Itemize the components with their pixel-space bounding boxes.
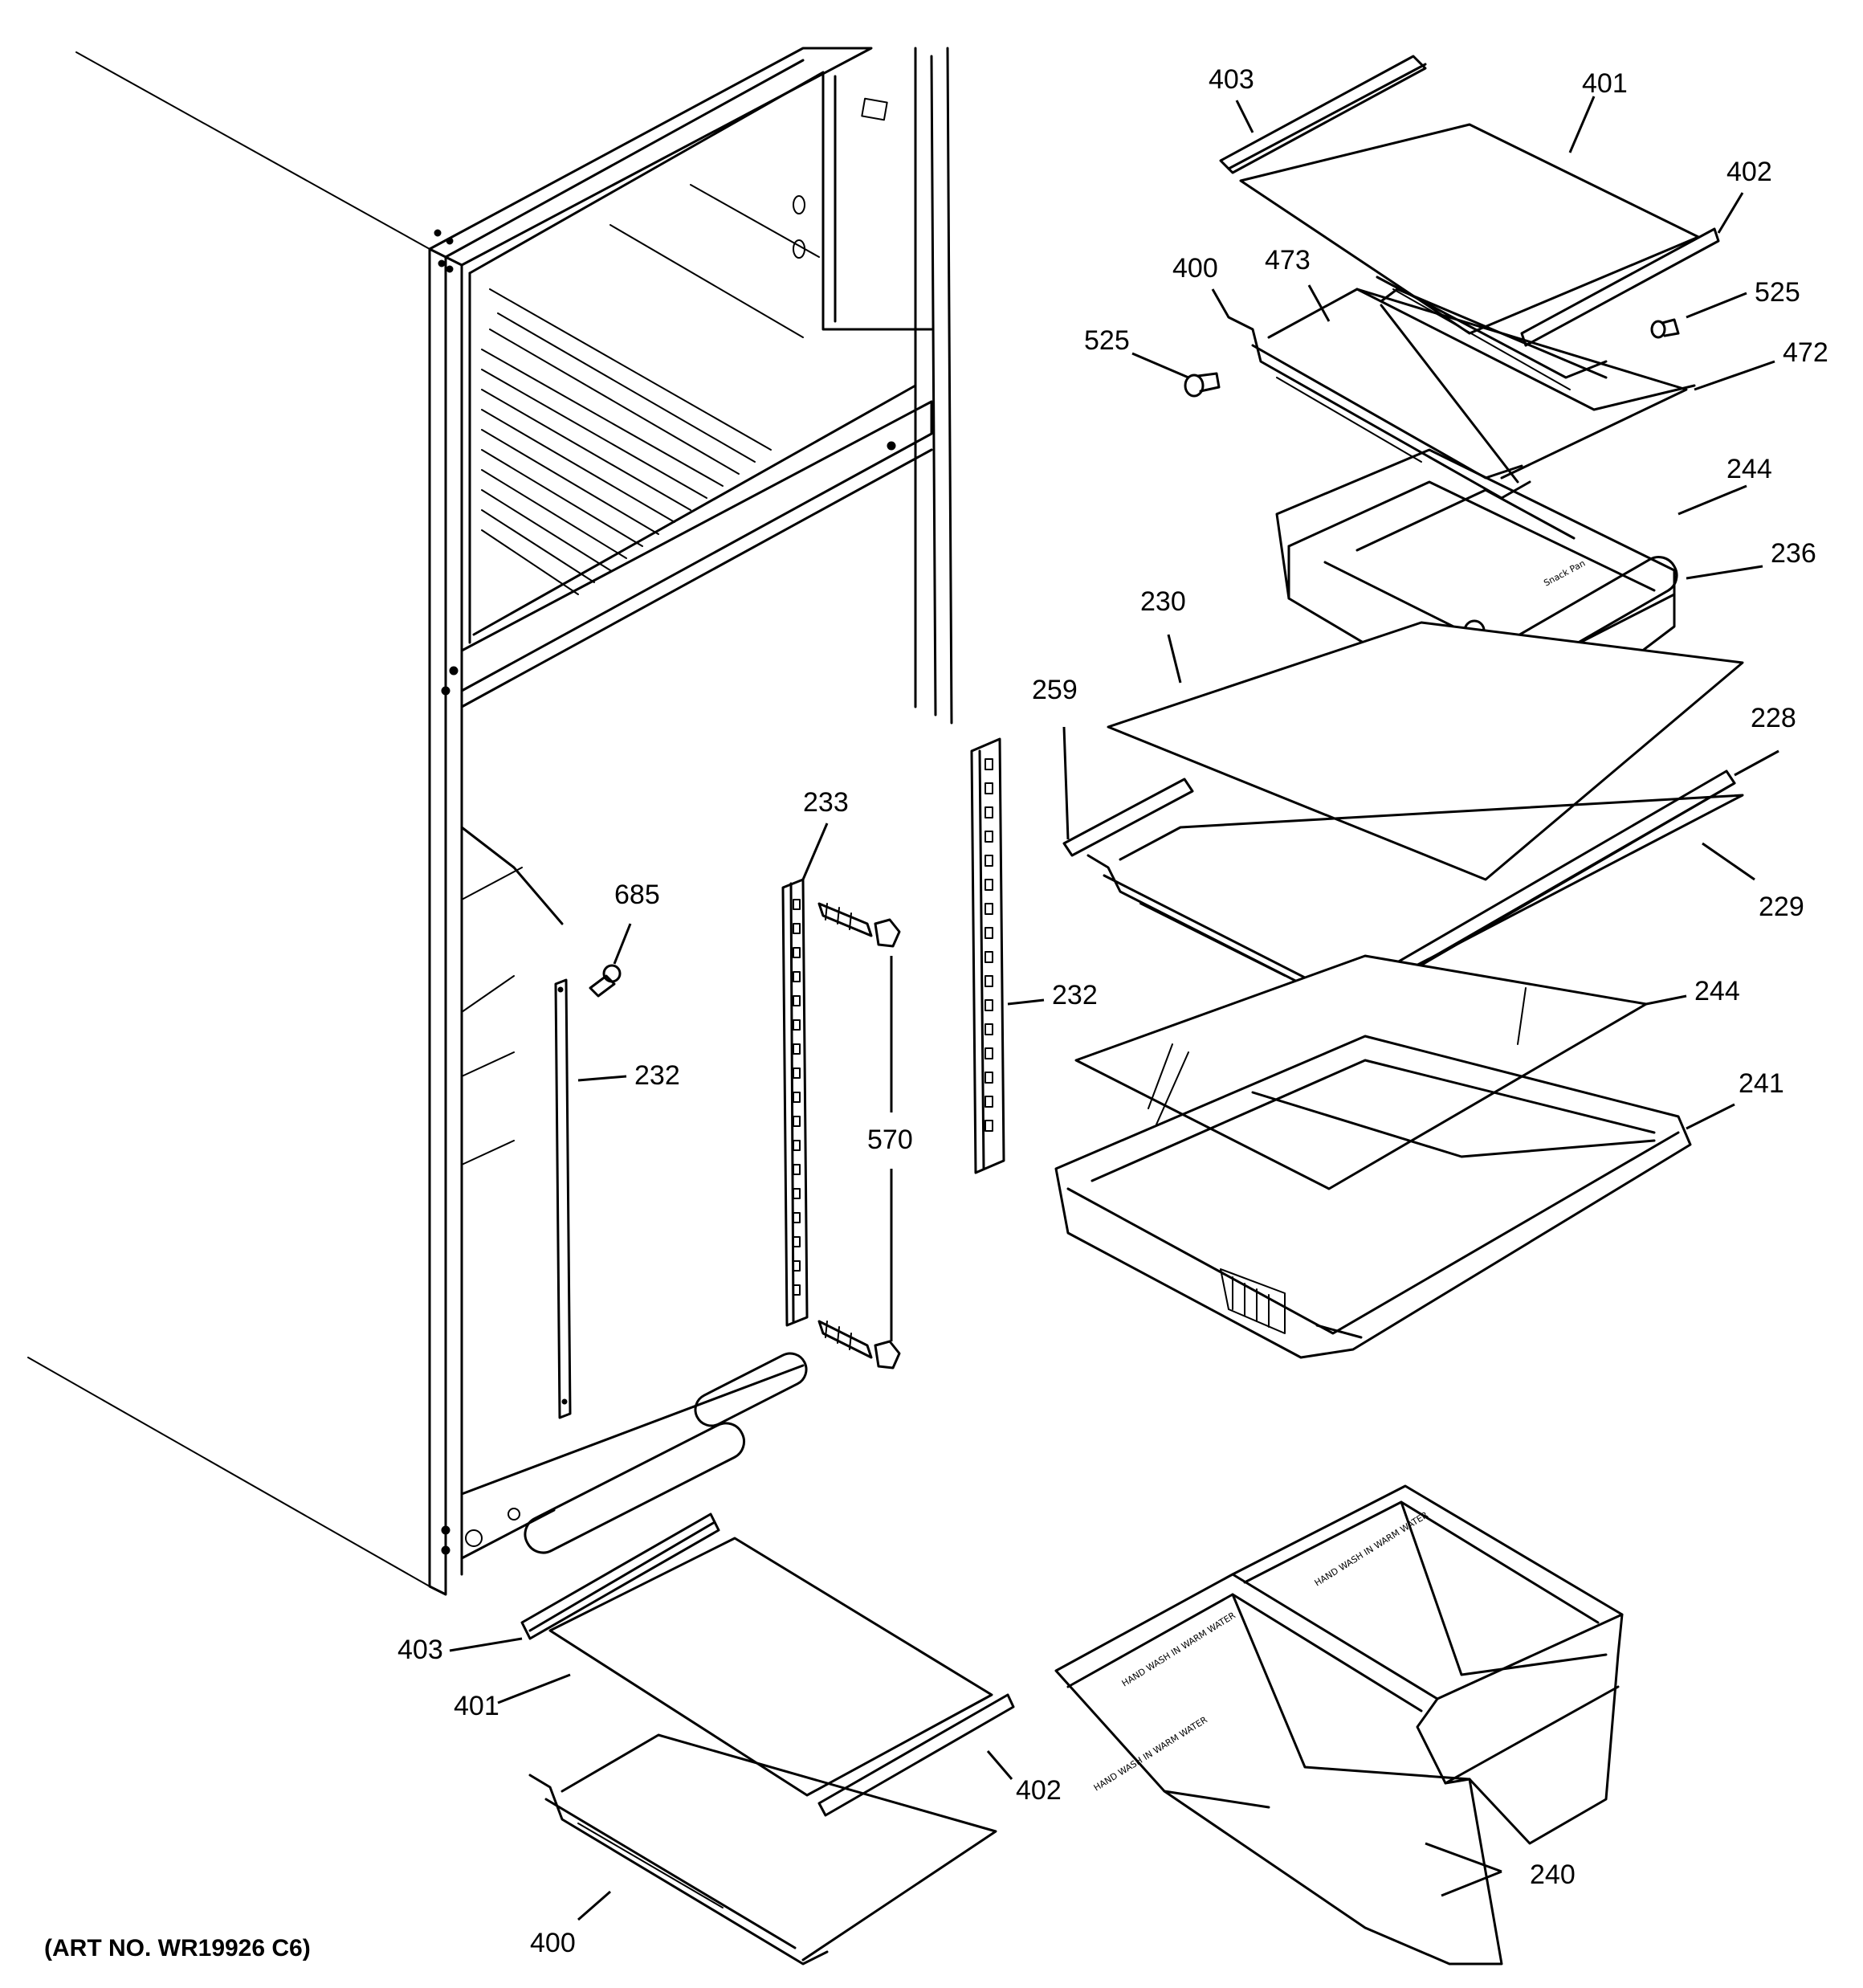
glass-244-bottom	[1074, 954, 1648, 1190]
callout-leaders	[449, 96, 1779, 1921]
callout-400-bottom: 400	[530, 1928, 576, 1958]
callout-244-top: 244	[1726, 454, 1772, 484]
callout-402-bottom: 402	[1016, 1775, 1062, 1806]
shelf-trim-402-bottom	[817, 1693, 1015, 1817]
callout-232-mid: 232	[1052, 980, 1098, 1010]
callout-233: 233	[803, 787, 849, 818]
screw-570-bottom	[817, 1320, 901, 1370]
snack-pan-frame	[1227, 276, 1696, 500]
callout-228: 228	[1751, 703, 1796, 733]
hand-wash-label-2: HAND WASH IN WARM WATER	[1313, 1509, 1430, 1588]
screw-570-top	[817, 902, 901, 948]
callout-525-left: 525	[1084, 325, 1130, 356]
shelf-glass-401-top	[1239, 123, 1700, 335]
callout-229: 229	[1759, 892, 1804, 922]
screw-685	[589, 964, 622, 998]
crisper-cover-assembly	[1062, 621, 1744, 1002]
screw-525-left	[1184, 372, 1221, 398]
shelf-trim-403-bottom	[520, 1512, 720, 1640]
screw-525-right	[1650, 318, 1680, 339]
callout-401-top: 401	[1582, 68, 1628, 99]
callout-403-bottom: 403	[397, 1635, 443, 1665]
bottom-shelf-glass-assembly	[520, 1512, 1015, 1817]
snack-pan-label: Snack Pan	[1542, 558, 1587, 589]
frame-screw-holes	[434, 229, 896, 1555]
callout-525-right: 525	[1755, 277, 1800, 308]
callout-230: 230	[1140, 586, 1186, 617]
refrigerator-cabinet	[27, 47, 953, 1596]
callout-400-top: 400	[1172, 253, 1218, 284]
crisper-pan-right: HAND WASH IN WARM WATER HAND WASH IN WAR…	[1092, 1484, 1624, 1845]
art-number-label: (ART NO. WR19926 C6)	[44, 1935, 311, 1961]
callout-570: 570	[867, 1125, 913, 1155]
callout-244-bottom: 244	[1694, 976, 1740, 1006]
shelf-ladder-232-right	[970, 737, 1005, 1174]
callout-241: 241	[1739, 1068, 1784, 1099]
trim-259	[1062, 778, 1194, 857]
callout-402-top: 402	[1726, 157, 1772, 187]
callout-473: 473	[1265, 245, 1311, 276]
shelf-glass-401-bottom	[548, 1537, 993, 1797]
crisper-drawer-241	[1054, 1035, 1692, 1359]
callout-401-bottom: 401	[454, 1691, 499, 1721]
callout-403-top: 403	[1209, 64, 1254, 95]
callout-240: 240	[1530, 1859, 1576, 1890]
crisper-cover-glass-230	[1107, 621, 1744, 881]
callout-259: 259	[1032, 675, 1078, 705]
callout-labels: 403 401 402 400 473 525 525 472 244 236 …	[397, 64, 1828, 1958]
callout-685: 685	[614, 880, 660, 910]
top-shelf-glass-assembly	[1219, 55, 1720, 347]
callout-232-left: 232	[634, 1060, 680, 1091]
bottom-shelf-frame-400	[528, 1733, 997, 1966]
shelf-ladder-232-left	[554, 978, 572, 1419]
callout-236: 236	[1771, 538, 1816, 569]
freezer-liner-ribs	[481, 184, 820, 595]
shelf-ladder-233	[781, 878, 809, 1327]
callout-472: 472	[1783, 337, 1828, 368]
hand-wash-label-3: HAND WASH IN WARM WATER	[1092, 1714, 1209, 1793]
hand-wash-label-1: HAND WASH IN WARM WATER	[1120, 1610, 1237, 1688]
